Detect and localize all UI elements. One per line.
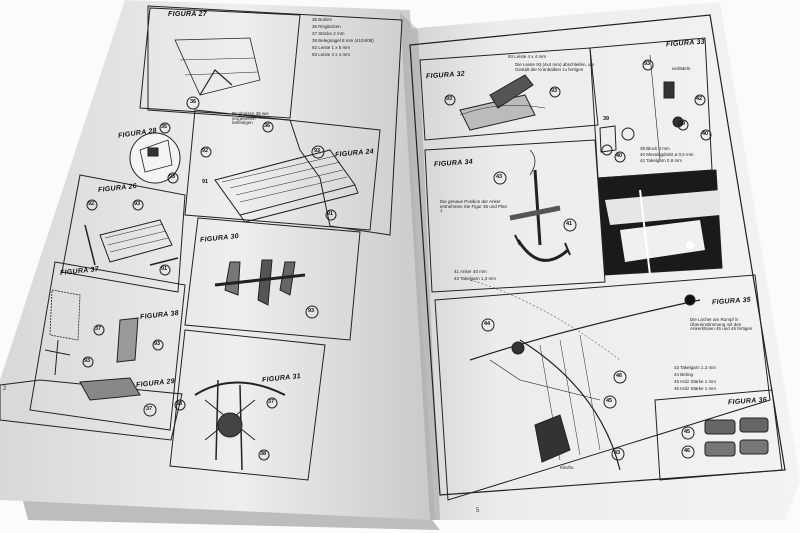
- fig29-callout: 37: [146, 406, 153, 412]
- fig28-inset: [129, 122, 181, 184]
- fig38-callout: 93: [154, 341, 161, 347]
- fig24-panel: [184, 109, 381, 231]
- fig27-callout: 36: [190, 99, 197, 105]
- fig24-callout-1: 92: [202, 148, 209, 154]
- fig28-callout-1: 35: [161, 124, 168, 130]
- fig31-callout-1: 38: [176, 401, 183, 407]
- fig34-text-3: 43 Takelgarn 1,3 mm: [454, 276, 496, 281]
- fig34-text-2: 41 Anker 40 mm: [454, 269, 487, 274]
- fig36-callout-1: 45: [684, 429, 691, 435]
- fig35-text-5: 46 Holz Stärke 1 mm: [674, 386, 717, 391]
- fig33-text-2: 39 Block 3 mm: [640, 146, 670, 151]
- fig33-callout-6: 40: [616, 153, 623, 159]
- fig36-callout-2: 46: [684, 448, 691, 454]
- fig27-legend-6: 93 Leiste 4 x 4 mm: [312, 52, 351, 57]
- fig27-title: FIGURA 27: [168, 11, 208, 18]
- right-page-number: 5: [476, 508, 480, 514]
- fig30-panel: [184, 217, 361, 341]
- fig35-callout-4: 43: [614, 450, 621, 456]
- fig31-callout-2: 37: [268, 399, 275, 405]
- artist-signature: Kliniha: [560, 465, 574, 470]
- fig26-callout-2: 93: [134, 201, 141, 207]
- fig35-text-1: Die Löcher am Rumpf in Übereinstimmung m…: [690, 317, 753, 331]
- fig32-callout-2: 93: [551, 88, 558, 94]
- fig35-panel: [434, 274, 771, 501]
- right-page-frame: [409, 14, 786, 496]
- fig33-callout-2: 39: [603, 116, 610, 122]
- fig26-callout-1: 92: [88, 201, 95, 207]
- fig37-panel: [29, 261, 186, 431]
- fig26-panel: [61, 174, 186, 293]
- fig28-callout-2: 93: [169, 174, 176, 180]
- left-page-number: 2: [3, 386, 7, 392]
- fig30-callout: 93: [308, 308, 315, 314]
- left-page-frame: [0, 5, 403, 441]
- fig33-callout-1: 93: [644, 61, 651, 67]
- fig35-callout-1: 44: [484, 321, 491, 327]
- fig35-text-2: 43 Takelgarn 1,3 mm: [674, 365, 716, 370]
- fig33-callout-3: 42: [696, 96, 703, 102]
- fig32-text-2: Die Leiste 93 (4x4 mm) abschleifen, um G…: [515, 62, 595, 72]
- fig35-callout-2: 46: [616, 373, 623, 379]
- fig34-callout-2: 41: [566, 221, 573, 227]
- fig34-panel: [424, 139, 606, 293]
- fig24-callout-3: 91: [202, 179, 209, 185]
- fig27-legend-4: 38 Belegnagel 8 mm (4104/08): [312, 38, 374, 43]
- fig32-panel: [419, 47, 599, 141]
- fig35-text-3: 44 Beting: [674, 372, 694, 377]
- fig35-callout-3: 45: [606, 398, 613, 404]
- fig32-text-1: 93 Leiste 4 x 4 mm: [508, 54, 547, 59]
- fig32-callout-1: 93: [446, 96, 453, 102]
- fig33-panel: [589, 37, 713, 179]
- fig35-text-4: 45 Holz Stärke 1 mm: [674, 379, 717, 384]
- fig24-callout-2: 36: [264, 123, 271, 129]
- left-page-sheet: [0, 0, 435, 520]
- fig34-text-1: Die genaue Position der Anker entnehmen …: [440, 199, 508, 213]
- fig27-panel: [139, 7, 301, 119]
- fig31-panel: [169, 329, 326, 481]
- fig27-legend-1: 35 Bolzen: [312, 17, 333, 22]
- right-page-sheet: [395, 2, 800, 520]
- fig34-callout-1: 43: [496, 174, 503, 180]
- fig31-callout-3: 38: [260, 451, 267, 457]
- fig33-text-3: 40 Messingdraht ø 0,5 mm: [640, 152, 694, 157]
- fig24-callout-4: 93: [314, 148, 321, 154]
- fig33-text-4: 42 Takelgarn 0,8 mm: [640, 158, 682, 163]
- fig24-note: Ringbolzen 38 wie vorgesehen befestigen: [232, 111, 269, 125]
- fig33-callout-5: 40: [702, 131, 709, 137]
- fig27-legend-2: 36 Ringbolzen: [312, 24, 341, 29]
- fig37-callout-1: 37: [95, 326, 102, 332]
- fig27-legend-3: 37 Stöcke 2 mm: [312, 31, 345, 36]
- fig33-callout-4: 39: [679, 121, 686, 127]
- fig26-callout-3: 91: [161, 266, 168, 272]
- fig36-panel: [654, 389, 783, 481]
- fig33-text-1: einfädeln: [672, 66, 691, 71]
- fig37-callout-2: 93: [84, 358, 91, 364]
- fig27-legend-5: 92 Leiste 1 x 5 mm: [312, 45, 351, 50]
- spine-shadow: [400, 12, 440, 520]
- fig24-callout-5: 91: [327, 211, 334, 217]
- photo-panel: [597, 169, 723, 276]
